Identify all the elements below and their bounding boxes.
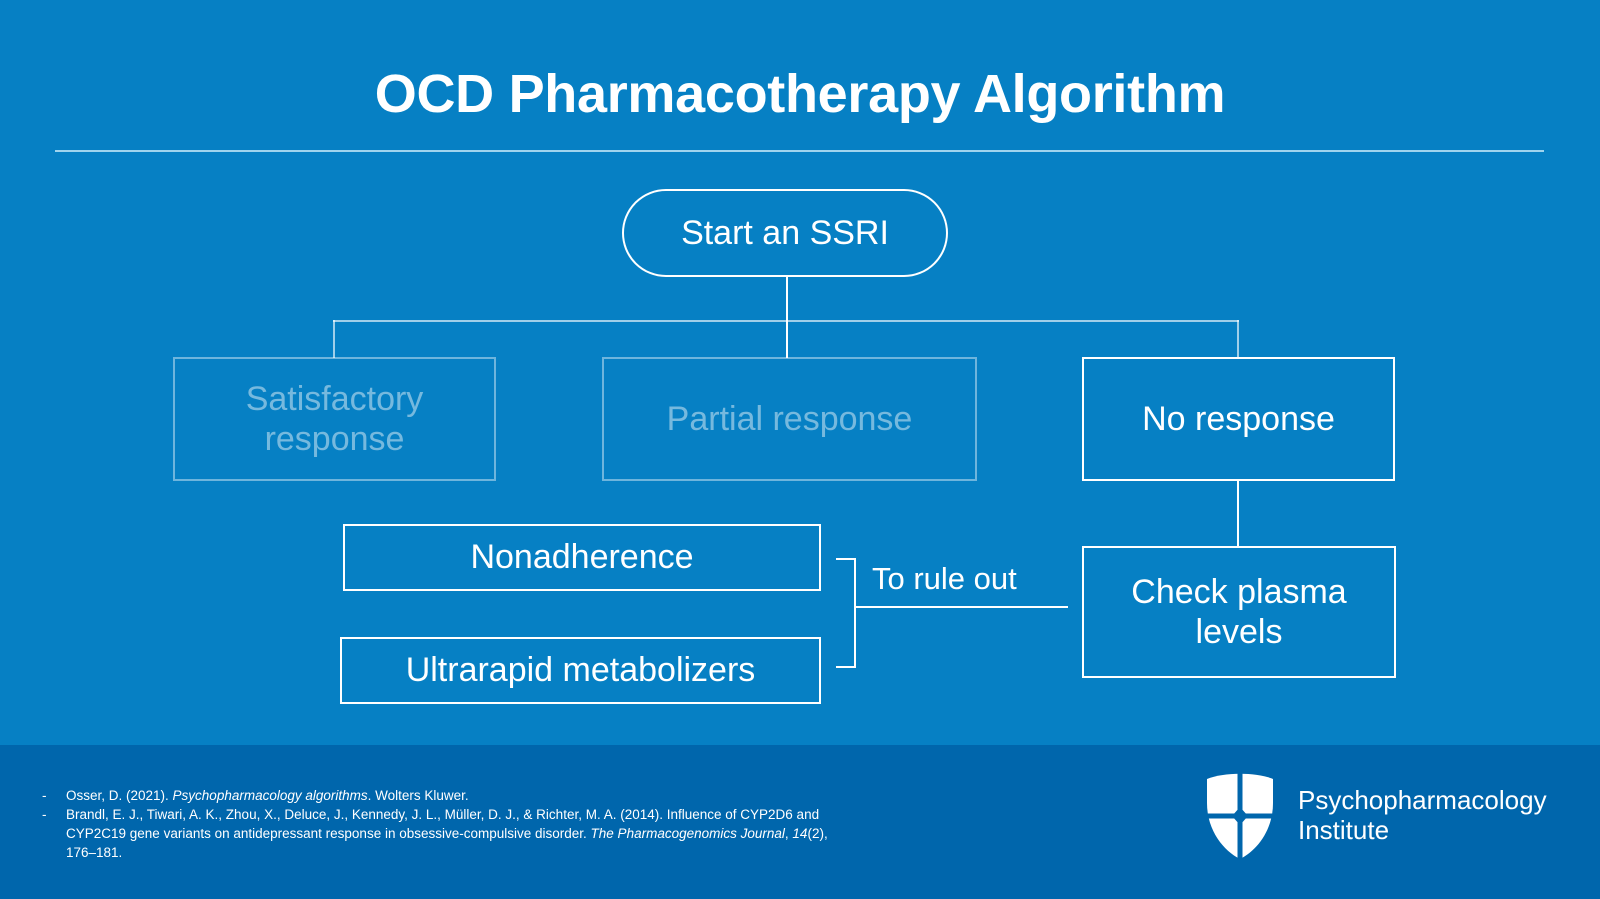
reference-item: - Osser, D. (2021). Psychopharmacology al… bbox=[42, 786, 832, 805]
node-ultrarapid-metabolizers[interactable]: Ultrarapid metabolizers bbox=[340, 637, 821, 704]
node-nonadherence-label: Nonadherence bbox=[470, 538, 694, 577]
node-check-plasma-levels-label: Check plasma levels bbox=[1131, 572, 1347, 651]
node-nonadherence[interactable]: Nonadherence bbox=[343, 524, 821, 591]
rule-out-bracket-spine bbox=[854, 558, 856, 668]
node-satisfactory-response-label: Satisfactory response bbox=[245, 379, 424, 458]
node-partial-response[interactable]: Partial response bbox=[602, 357, 977, 481]
footer-band: - Osser, D. (2021). Psychopharmacology al… bbox=[0, 745, 1600, 899]
brand-name-line2: Institute bbox=[1298, 815, 1390, 845]
connector-no-response-to-check-plasma bbox=[1237, 481, 1239, 546]
reference-list: - Osser, D. (2021). Psychopharmacology al… bbox=[42, 786, 832, 863]
reference-bullet: - bbox=[42, 807, 47, 823]
brand-lockup: Psychopharmacology Institute bbox=[1204, 769, 1547, 861]
node-start-an-ssri-label: Start an SSRI bbox=[681, 213, 889, 252]
label-to-rule-out: To rule out bbox=[872, 561, 1017, 596]
title-divider bbox=[55, 150, 1544, 152]
page-title: OCD Pharmacotherapy Algorithm bbox=[374, 64, 1226, 124]
shield-cross-icon bbox=[1206, 773, 1274, 860]
connector-drop-partial bbox=[786, 320, 788, 358]
reference-text: Osser, D. (2021). Psychopharmacology alg… bbox=[66, 788, 469, 803]
rule-out-bracket-bottom-stub bbox=[836, 666, 856, 668]
rule-out-bracket-stem bbox=[854, 606, 1068, 608]
node-start-an-ssri[interactable]: Start an SSRI bbox=[622, 189, 948, 277]
brand-name: Psychopharmacology Institute bbox=[1298, 785, 1547, 845]
connector-start-to-bus bbox=[786, 277, 788, 321]
node-check-plasma-levels[interactable]: Check plasma levels bbox=[1082, 546, 1396, 678]
connector-drop-satisfactory bbox=[333, 320, 335, 358]
reference-text: Brandl, E. J., Tiwari, A. K., Zhou, X., … bbox=[66, 807, 828, 861]
brand-name-line1: Psychopharmacology bbox=[1298, 784, 1547, 815]
connector-drop-no-response bbox=[1237, 320, 1239, 358]
rule-out-bracket-top-stub bbox=[836, 558, 856, 560]
node-satisfactory-response[interactable]: Satisfactory response bbox=[173, 357, 496, 481]
node-no-response-label: No response bbox=[1142, 399, 1335, 438]
node-ultrarapid-metabolizers-label: Ultrarapid metabolizers bbox=[405, 651, 756, 690]
node-no-response[interactable]: No response bbox=[1082, 357, 1395, 481]
node-partial-response-label: Partial response bbox=[666, 399, 913, 438]
reference-bullet: - bbox=[42, 788, 47, 803]
reference-item: - Brandl, E. J., Tiwari, A. K., Zhou, X.,… bbox=[42, 805, 832, 862]
